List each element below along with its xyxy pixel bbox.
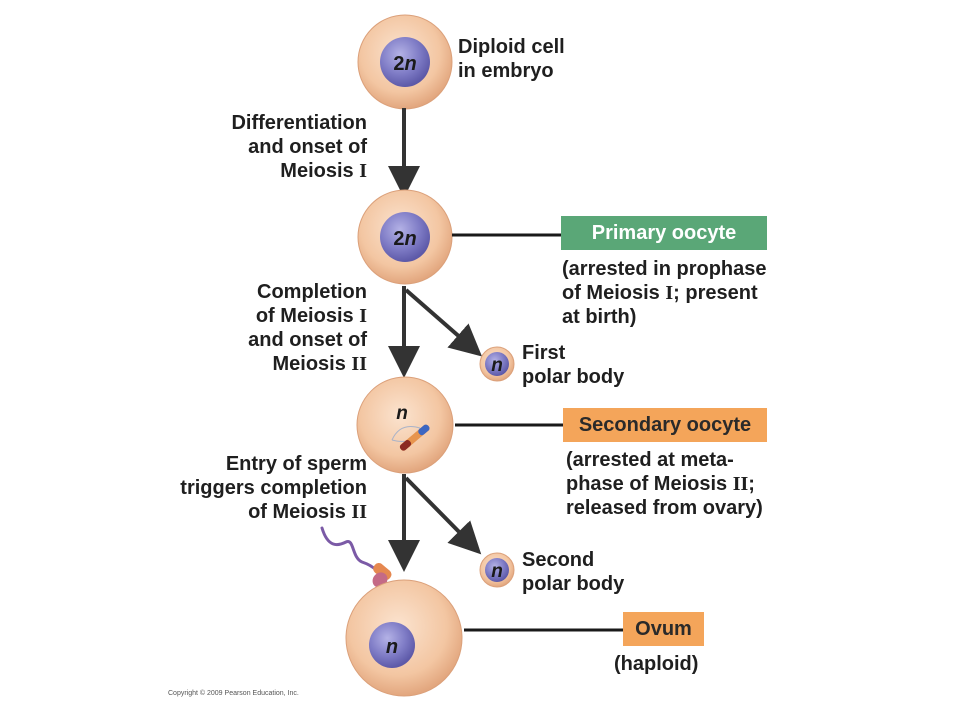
secondary-oocyte-cell: n bbox=[356, 376, 454, 474]
svg-text:n: n bbox=[396, 403, 408, 424]
svg-text:2n: 2n bbox=[393, 53, 416, 75]
arrow-second-polar-body bbox=[404, 476, 482, 555]
second-polar-body-label: Second polar body bbox=[522, 549, 625, 595]
svg-text:n: n bbox=[491, 561, 503, 582]
copyright-text: Copyright © 2009 Pearson Education, Inc. bbox=[168, 690, 299, 697]
step-sperm-entry-label: Entry of sperm triggers completion of Me… bbox=[180, 453, 367, 523]
ovum-note: (haploid) bbox=[614, 653, 699, 675]
secondary-oocyte-note: (arrested at meta- phase of Meiosis II; … bbox=[566, 449, 763, 519]
diploid-cell-label: Diploid cell in embryo bbox=[458, 36, 565, 82]
ovum-tag: Ovum bbox=[623, 612, 704, 646]
chromosome-icon bbox=[399, 424, 430, 451]
secondary-oocyte-tag: Secondary oocyte bbox=[563, 408, 767, 442]
svg-text:n: n bbox=[491, 355, 503, 376]
primary-oocyte-tag: Primary oocyte bbox=[561, 216, 767, 250]
sperm-icon bbox=[320, 526, 392, 588]
primary-oocyte-note: (arrested in prophase of Meiosis I; pres… bbox=[562, 258, 767, 328]
step-differentiation-label: Differentiation and onset of Meiosis I bbox=[231, 112, 367, 182]
svg-text:2n: 2n bbox=[393, 228, 416, 250]
arrow-first-polar-body bbox=[404, 288, 483, 357]
ovum-cell: n bbox=[345, 579, 463, 697]
first-polar-body-label: First polar body bbox=[522, 342, 625, 388]
diploid-cell: 2n bbox=[357, 14, 453, 110]
first-polar-body: n bbox=[479, 346, 515, 382]
svg-text:n: n bbox=[386, 636, 398, 658]
primary-oocyte-cell: 2n bbox=[357, 189, 453, 285]
step-meiosis-1-label: Completion of Meiosis I and onset of Mei… bbox=[248, 281, 367, 375]
second-polar-body: n bbox=[479, 552, 515, 588]
